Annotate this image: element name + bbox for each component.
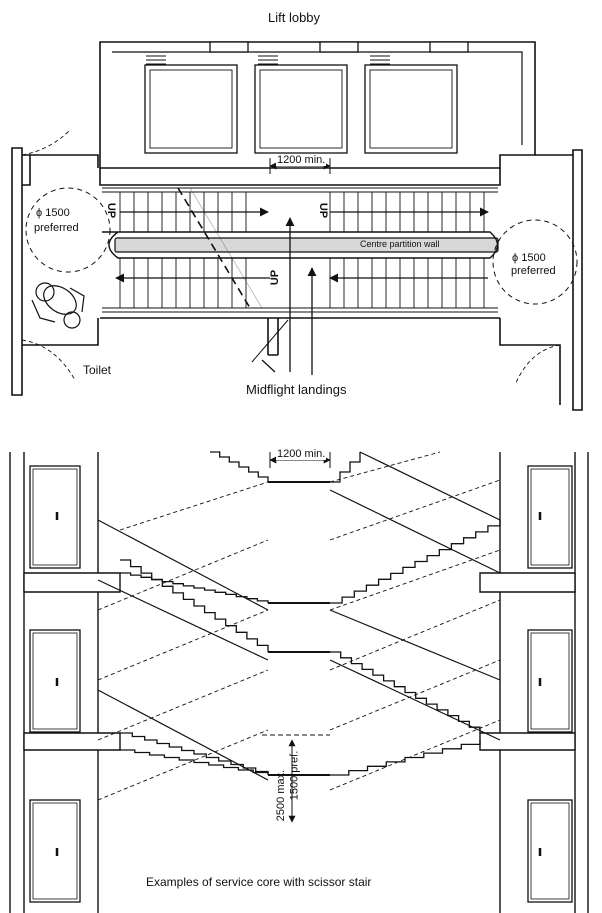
- stair-flight: [330, 520, 501, 604]
- turning-circle-right: [492, 219, 578, 305]
- section-height-max: 2500 max.: [275, 769, 288, 822]
- lift-cars: [144, 41, 469, 154]
- centre-partition-wall-label: Centre partition wall: [360, 239, 440, 249]
- wheelchair-user-icon: [31, 282, 85, 329]
- turning-circle-right-pref: preferred: [511, 265, 556, 277]
- up-label-left: UP: [105, 202, 118, 219]
- figure-caption: Examples of service core with scissor st…: [146, 875, 372, 889]
- up-label-centre: UP: [269, 269, 282, 286]
- lift-lobby-wall: [99, 41, 536, 169]
- stair-flight: [120, 732, 269, 775]
- midflight-boundary: [177, 187, 251, 309]
- midflight-landings-label: Midflight landings: [246, 382, 347, 397]
- turning-circle-left-dimension: ϕ 1500: [36, 207, 70, 219]
- toilet-label: Toilet: [83, 363, 112, 377]
- stair-flight: [330, 452, 361, 483]
- turning-circle-left: [25, 187, 111, 273]
- stair-treads: [102, 187, 498, 313]
- stair-enclosure: [99, 168, 501, 186]
- stair-flight: [120, 559, 269, 652]
- plan-width-dimension: 1200 min.: [276, 154, 327, 166]
- stair-flight: [120, 572, 269, 603]
- up-label-right: UP: [317, 202, 330, 219]
- direction-arrows: [115, 207, 489, 375]
- stair-flight: [330, 651, 481, 733]
- section-height-pref: 1500 pref.: [288, 750, 301, 801]
- turning-circle-left-pref: preferred: [34, 222, 79, 234]
- floor-plan: [11, 41, 583, 411]
- section-drawing: [9, 451, 589, 913]
- lift-lobby-label: Lift lobby: [268, 10, 321, 25]
- turning-circle-right-dimension: ϕ 1500: [512, 252, 546, 264]
- stair-flight: [120, 749, 269, 775]
- stair-flight: [330, 740, 481, 776]
- centre-partition-wall: [114, 237, 499, 253]
- stair-flight: [210, 451, 269, 482]
- section-width-dimension: 1200 min.: [276, 448, 327, 460]
- section-doors: [29, 465, 573, 903]
- section-step-profiles: [120, 451, 501, 776]
